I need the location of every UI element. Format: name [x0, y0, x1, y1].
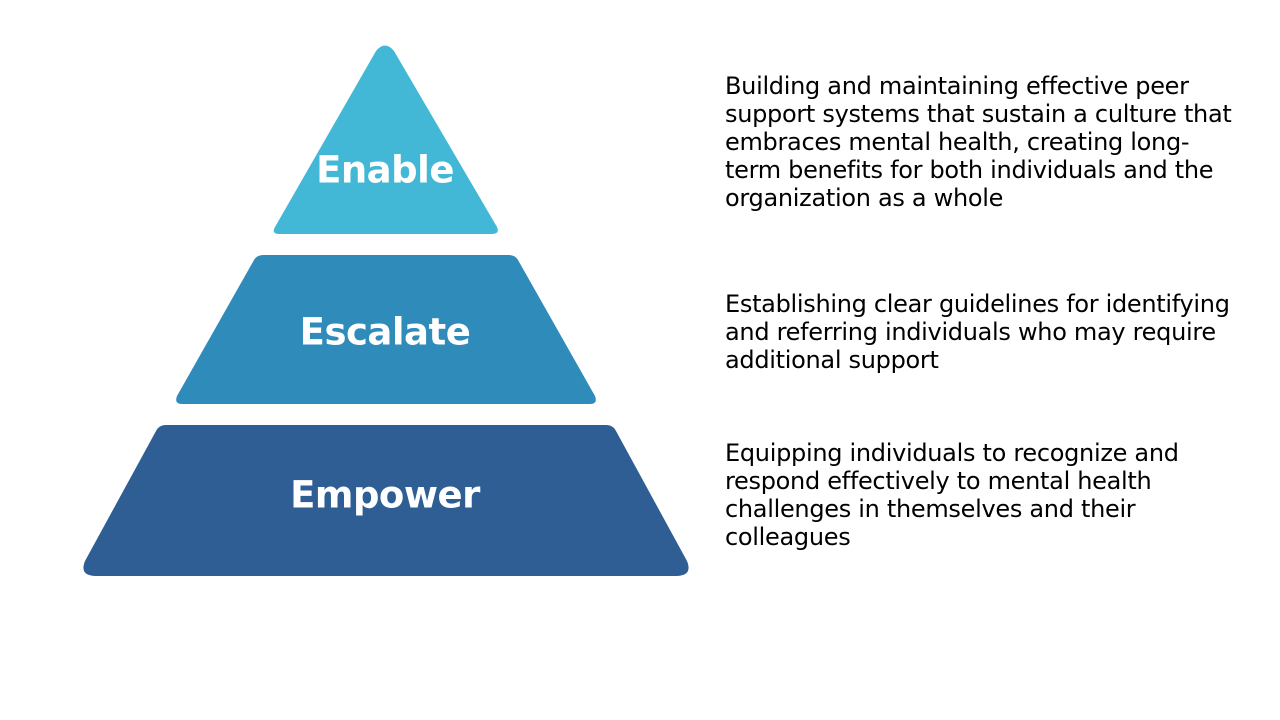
tier-label-empower: Empower — [290, 473, 480, 517]
description-empower: Equipping individuals to recognize and r… — [725, 439, 1179, 551]
pyramid-diagram — [83, 45, 689, 576]
description-enable: Building and maintaining effective peer … — [725, 72, 1232, 212]
pyramid-tier-escalate — [176, 255, 596, 404]
pyramid-tier-enable — [273, 45, 498, 234]
description-escalate: Establishing clear guidelines for identi… — [725, 290, 1230, 374]
tier-label-enable: Enable — [316, 148, 454, 192]
tier-label-escalate: Escalate — [299, 310, 471, 354]
pyramid-tier-empower — [83, 425, 689, 576]
